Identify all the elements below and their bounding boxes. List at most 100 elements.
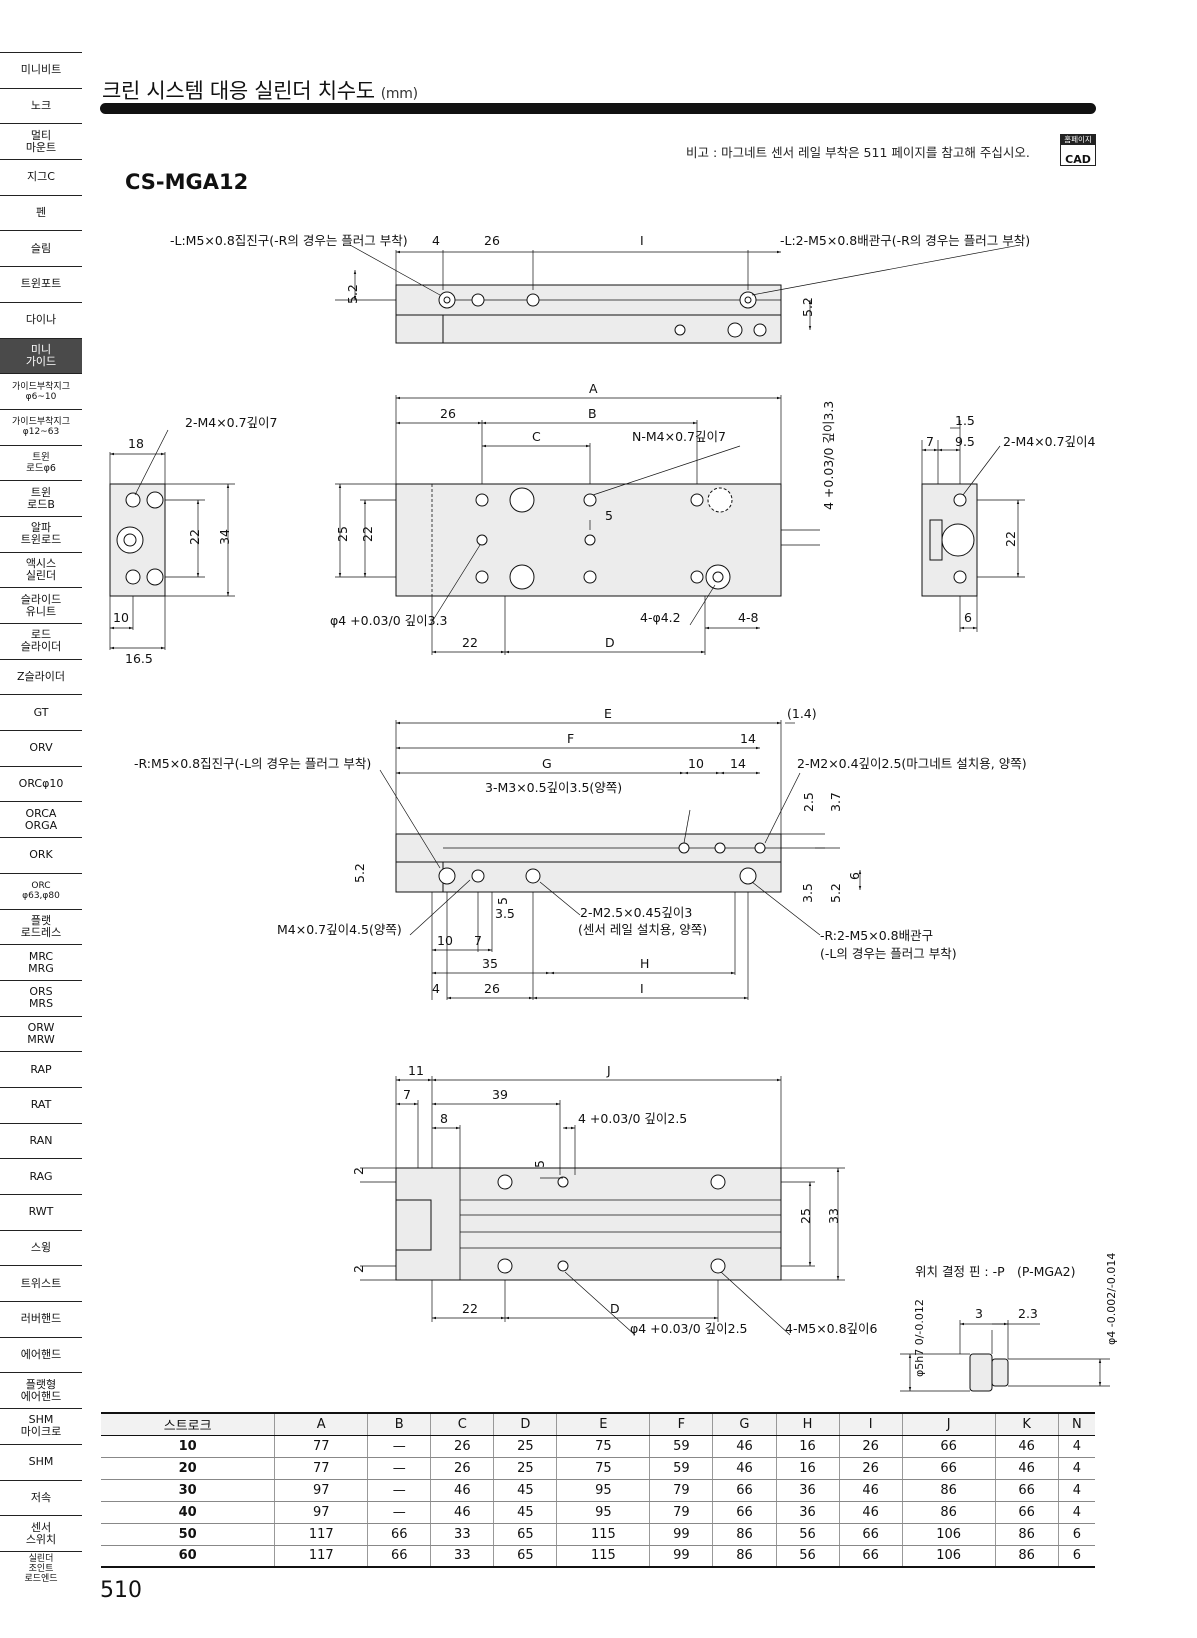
svg-text:5: 5: [495, 897, 510, 905]
sidebar-item-22[interactable]: ORK: [0, 837, 82, 873]
cad-download-icon[interactable]: 홈페이지 CAD: [1060, 134, 1096, 166]
svg-text:5.2: 5.2: [345, 284, 360, 304]
sidebar-item-42[interactable]: 실린더 조인트 로드엔드: [0, 1550, 82, 1587]
sidebar-item-16[interactable]: 로드 슬라이더: [0, 623, 82, 659]
sidebar-item-32[interactable]: RWT: [0, 1194, 82, 1230]
sidebar-item-11[interactable]: 트윈 로드φ6: [0, 444, 82, 481]
page-number: 510: [100, 1578, 142, 1603]
sidebar-item-label: 플랫 로드레스: [20, 913, 62, 939]
table-cell: 65: [493, 1545, 557, 1568]
sidebar-item-21[interactable]: ORCA ORGA: [0, 801, 82, 837]
table-cell: 79: [649, 1501, 713, 1524]
table-cell: 95: [556, 1501, 650, 1524]
sidebar-item-20[interactable]: ORCφ10: [0, 765, 82, 802]
sidebar-item-37[interactable]: 플랫형 에어핸드: [0, 1372, 82, 1408]
table-cell: 50: [101, 1523, 275, 1546]
svg-text:4-M5×0.8깊이6: 4-M5×0.8깊이6: [785, 1321, 878, 1336]
table-cell: 75: [556, 1457, 650, 1480]
sidebar-item-8[interactable]: 미니 가이드: [0, 337, 82, 374]
svg-text:4: 4: [432, 981, 440, 996]
table-cell: 4: [1057, 1501, 1095, 1524]
sidebar-item-label: SHM 마이크로: [20, 1413, 62, 1439]
sidebar-item-36[interactable]: 에어핸드: [0, 1336, 82, 1373]
svg-text:C: C: [532, 429, 541, 444]
sidebar-item-17[interactable]: Z슬라이더: [0, 658, 82, 695]
sidebar-item-label: ORS MRS: [28, 985, 54, 1011]
cad-badge-bottom: CAD: [1065, 153, 1091, 166]
svg-text:(1.4): (1.4): [787, 706, 817, 721]
sidebar-item-5[interactable]: 슬림: [0, 230, 82, 266]
sidebar-item-40[interactable]: 저속: [0, 1479, 82, 1516]
table-cell: 46: [838, 1501, 903, 1524]
sidebar-item-1[interactable]: 노크: [0, 87, 82, 124]
table-cell: 10: [101, 1435, 275, 1458]
sidebar-item-label: ORCφ10: [18, 777, 64, 791]
svg-text:(-L의 경우는 플러그 부착): (-L의 경우는 플러그 부착): [820, 946, 957, 961]
svg-text:B: B: [588, 406, 597, 421]
table-header-cell: J: [901, 1412, 996, 1436]
sidebar-item-23[interactable]: ORC φ63,φ80: [0, 872, 82, 909]
sidebar-item-31[interactable]: RAG: [0, 1158, 82, 1194]
sidebar-item-34[interactable]: 트위스트: [0, 1265, 82, 1301]
svg-text:2: 2: [351, 1265, 366, 1273]
sidebar-item-29[interactable]: RAT: [0, 1086, 82, 1123]
sidebar-item-26[interactable]: ORS MRS: [0, 979, 82, 1016]
sidebar-item-38[interactable]: SHM 마이크로: [0, 1408, 82, 1444]
table-cell: —: [367, 1457, 431, 1480]
sidebar-item-30[interactable]: RAN: [0, 1122, 82, 1159]
sidebar-item-10[interactable]: 가이드부착지그 φ12~63: [0, 408, 82, 445]
table-cell: 4: [1057, 1435, 1095, 1458]
sidebar-item-41[interactable]: 센서 스위치: [0, 1515, 82, 1551]
sidebar-item-2[interactable]: 멀티 마운트: [0, 123, 82, 159]
sidebar-item-label: ORK: [29, 848, 53, 862]
svg-text:I: I: [640, 233, 644, 248]
svg-text:5: 5: [532, 1160, 547, 1168]
sidebar-item-label: 슬라이드 유니트: [20, 592, 62, 618]
table-cell: 6: [1057, 1523, 1095, 1546]
sidebar-item-3[interactable]: 지그C: [0, 159, 82, 195]
table-header-cell: F: [649, 1412, 713, 1436]
sidebar-item-4[interactable]: 펜: [0, 194, 82, 231]
table-cell: 60: [101, 1545, 275, 1568]
svg-text:2.3: 2.3: [1018, 1306, 1038, 1321]
sidebar-item-19[interactable]: ORV: [0, 730, 82, 766]
table-cell: 66: [838, 1545, 903, 1568]
table-header-cell: K: [994, 1412, 1059, 1436]
sidebar-item-15[interactable]: 슬라이드 유니트: [0, 587, 82, 623]
sidebar-item-39[interactable]: SHM: [0, 1443, 82, 1480]
table-cell: 46: [838, 1479, 903, 1502]
sidebar-item-6[interactable]: 트윈포트: [0, 266, 82, 302]
page-title: 크린 시스템 대응 실린더 치수도(mm): [102, 79, 418, 103]
sidebar-item-28[interactable]: RAP: [0, 1051, 82, 1087]
sidebar-item-label: 플랫형 에어핸드: [20, 1377, 62, 1403]
sidebar-item-label: 트위스트: [20, 1276, 62, 1290]
sidebar-item-0[interactable]: 미니비트: [0, 52, 82, 88]
table-cell: 77: [274, 1457, 368, 1480]
sidebar-item-13[interactable]: 알파 트윈로드: [0, 515, 82, 552]
svg-text:φ4 -0.002/-0.014: φ4 -0.002/-0.014: [1105, 1253, 1118, 1345]
sidebar-item-27[interactable]: ORW MRW: [0, 1015, 82, 1052]
sidebar-item-25[interactable]: MRC MRG: [0, 944, 82, 980]
sidebar-item-35[interactable]: 러버핸드: [0, 1301, 82, 1337]
sidebar-item-12[interactable]: 트윈 로드B: [0, 480, 82, 516]
sidebar-item-24[interactable]: 플랫 로드레스: [0, 908, 82, 945]
table-cell: 16: [775, 1457, 840, 1480]
table-header-cell: G: [712, 1412, 777, 1436]
sidebar-item-label: 노크: [30, 99, 52, 113]
table-cell: 86: [712, 1523, 777, 1546]
sidebar-item-33[interactable]: 스윙: [0, 1229, 82, 1266]
sidebar-item-7[interactable]: 다이나: [0, 301, 82, 338]
table-cell: 66: [901, 1435, 996, 1458]
sidebar-item-9[interactable]: 가이드부착지그 φ6~10: [0, 373, 82, 409]
sidebar-item-label: 멀티 마운트: [25, 128, 57, 154]
sidebar-item-18[interactable]: GT: [0, 694, 82, 730]
svg-text:10: 10: [113, 610, 129, 625]
sidebar-item-label: ORW MRW: [27, 1020, 55, 1046]
svg-text:34: 34: [217, 529, 232, 545]
sidebar-item-14[interactable]: 액시스 실린더: [0, 551, 82, 588]
svg-text:5.2: 5.2: [800, 297, 815, 317]
sidebar-item-label: RAT: [30, 1098, 52, 1112]
